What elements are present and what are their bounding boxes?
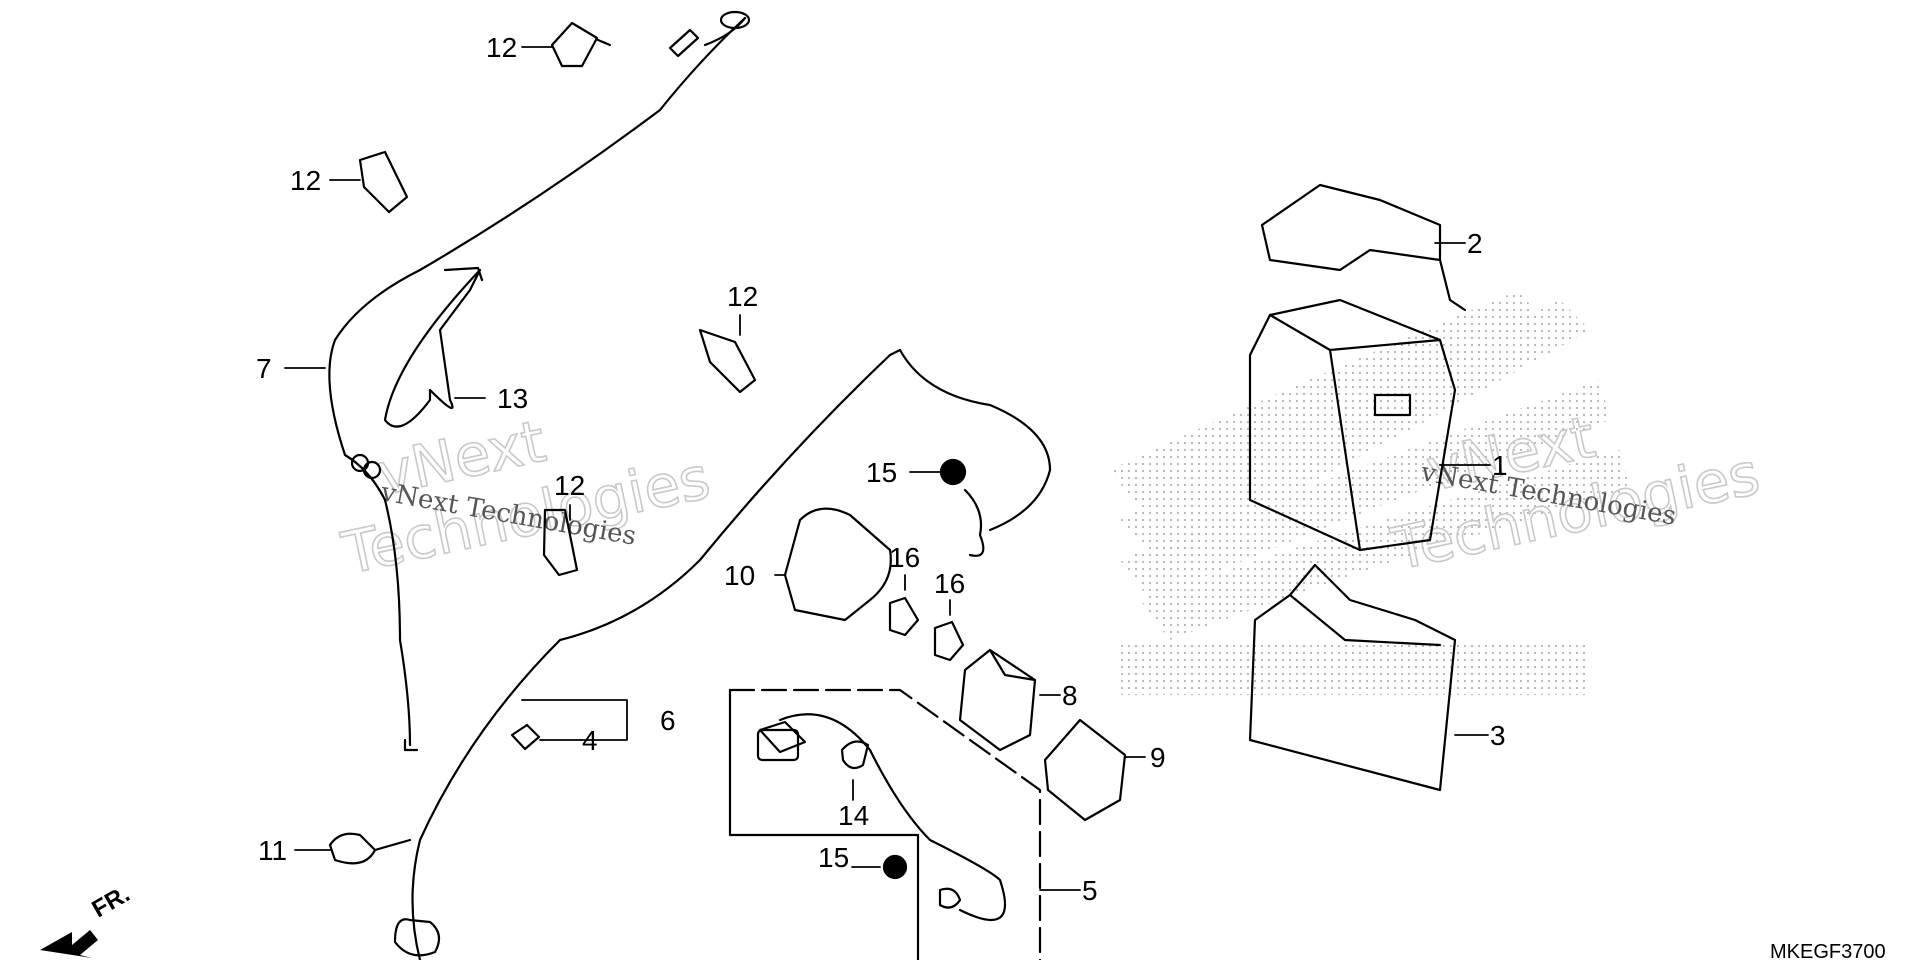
callout-16-b: 16 [934,568,965,599]
callout-16-a: 16 [889,542,920,573]
callout-12-left: 12 [290,165,321,196]
diagram-code: MKEGF3700 [1770,941,1886,960]
callout-15-lower: 15 [818,842,849,873]
grommet-4 [510,723,541,751]
callout-15-upper: 15 [866,457,897,488]
callout-9: 9 [1150,742,1166,773]
sub-harness [728,688,1042,960]
callout-12-low: 12 [554,470,585,501]
callout-1: 1 [1492,450,1508,481]
clamp-12-b [358,150,409,214]
leader-lines [284,46,1491,891]
fuse-16-a [888,596,920,637]
callout-11: 11 [258,835,287,866]
starter-relay-8 [958,648,1037,752]
callout-5: 5 [1082,875,1098,906]
callout-12-top: 12 [486,32,517,63]
battery-1 [1248,298,1457,552]
callout-6: 6 [660,705,676,736]
battery-band-2 [1260,183,1467,312]
clamp-12-c [698,328,757,394]
callout-8: 8 [1062,680,1078,711]
clamp-12-d [542,508,579,577]
callout-13: 13 [497,383,528,414]
callout-14: 14 [838,800,869,831]
callout-numbers: 12 12 12 12 7 13 15 15 10 16 16 8 9 6 4 … [256,32,1508,906]
callout-7: 7 [256,353,272,384]
callout-2: 2 [1467,228,1483,259]
relay-cover-9 [1043,718,1127,822]
battery-positive-cable [328,10,751,752]
battery-negative-cable [393,348,1052,960]
callout-10: 10 [724,560,755,591]
callout-3: 3 [1490,720,1506,751]
relay-cover-10 [783,507,892,622]
callout-12-mid: 12 [727,281,758,312]
terminal-bolt-15-upper [939,458,985,557]
front-arrow-icon [40,930,98,958]
callout-4: 4 [582,725,598,756]
front-label: FR. [88,880,135,923]
fuse-16-b [933,620,965,662]
clamp-12-a [550,21,612,68]
battery-box-3 [1248,563,1457,792]
clamp-11 [328,832,412,865]
dotted-wing-emblem [1110,290,1630,695]
harness-clip-14 [840,740,870,770]
terminal-bolt-15-lower [882,854,962,909]
cable-tie-13 [383,266,484,428]
